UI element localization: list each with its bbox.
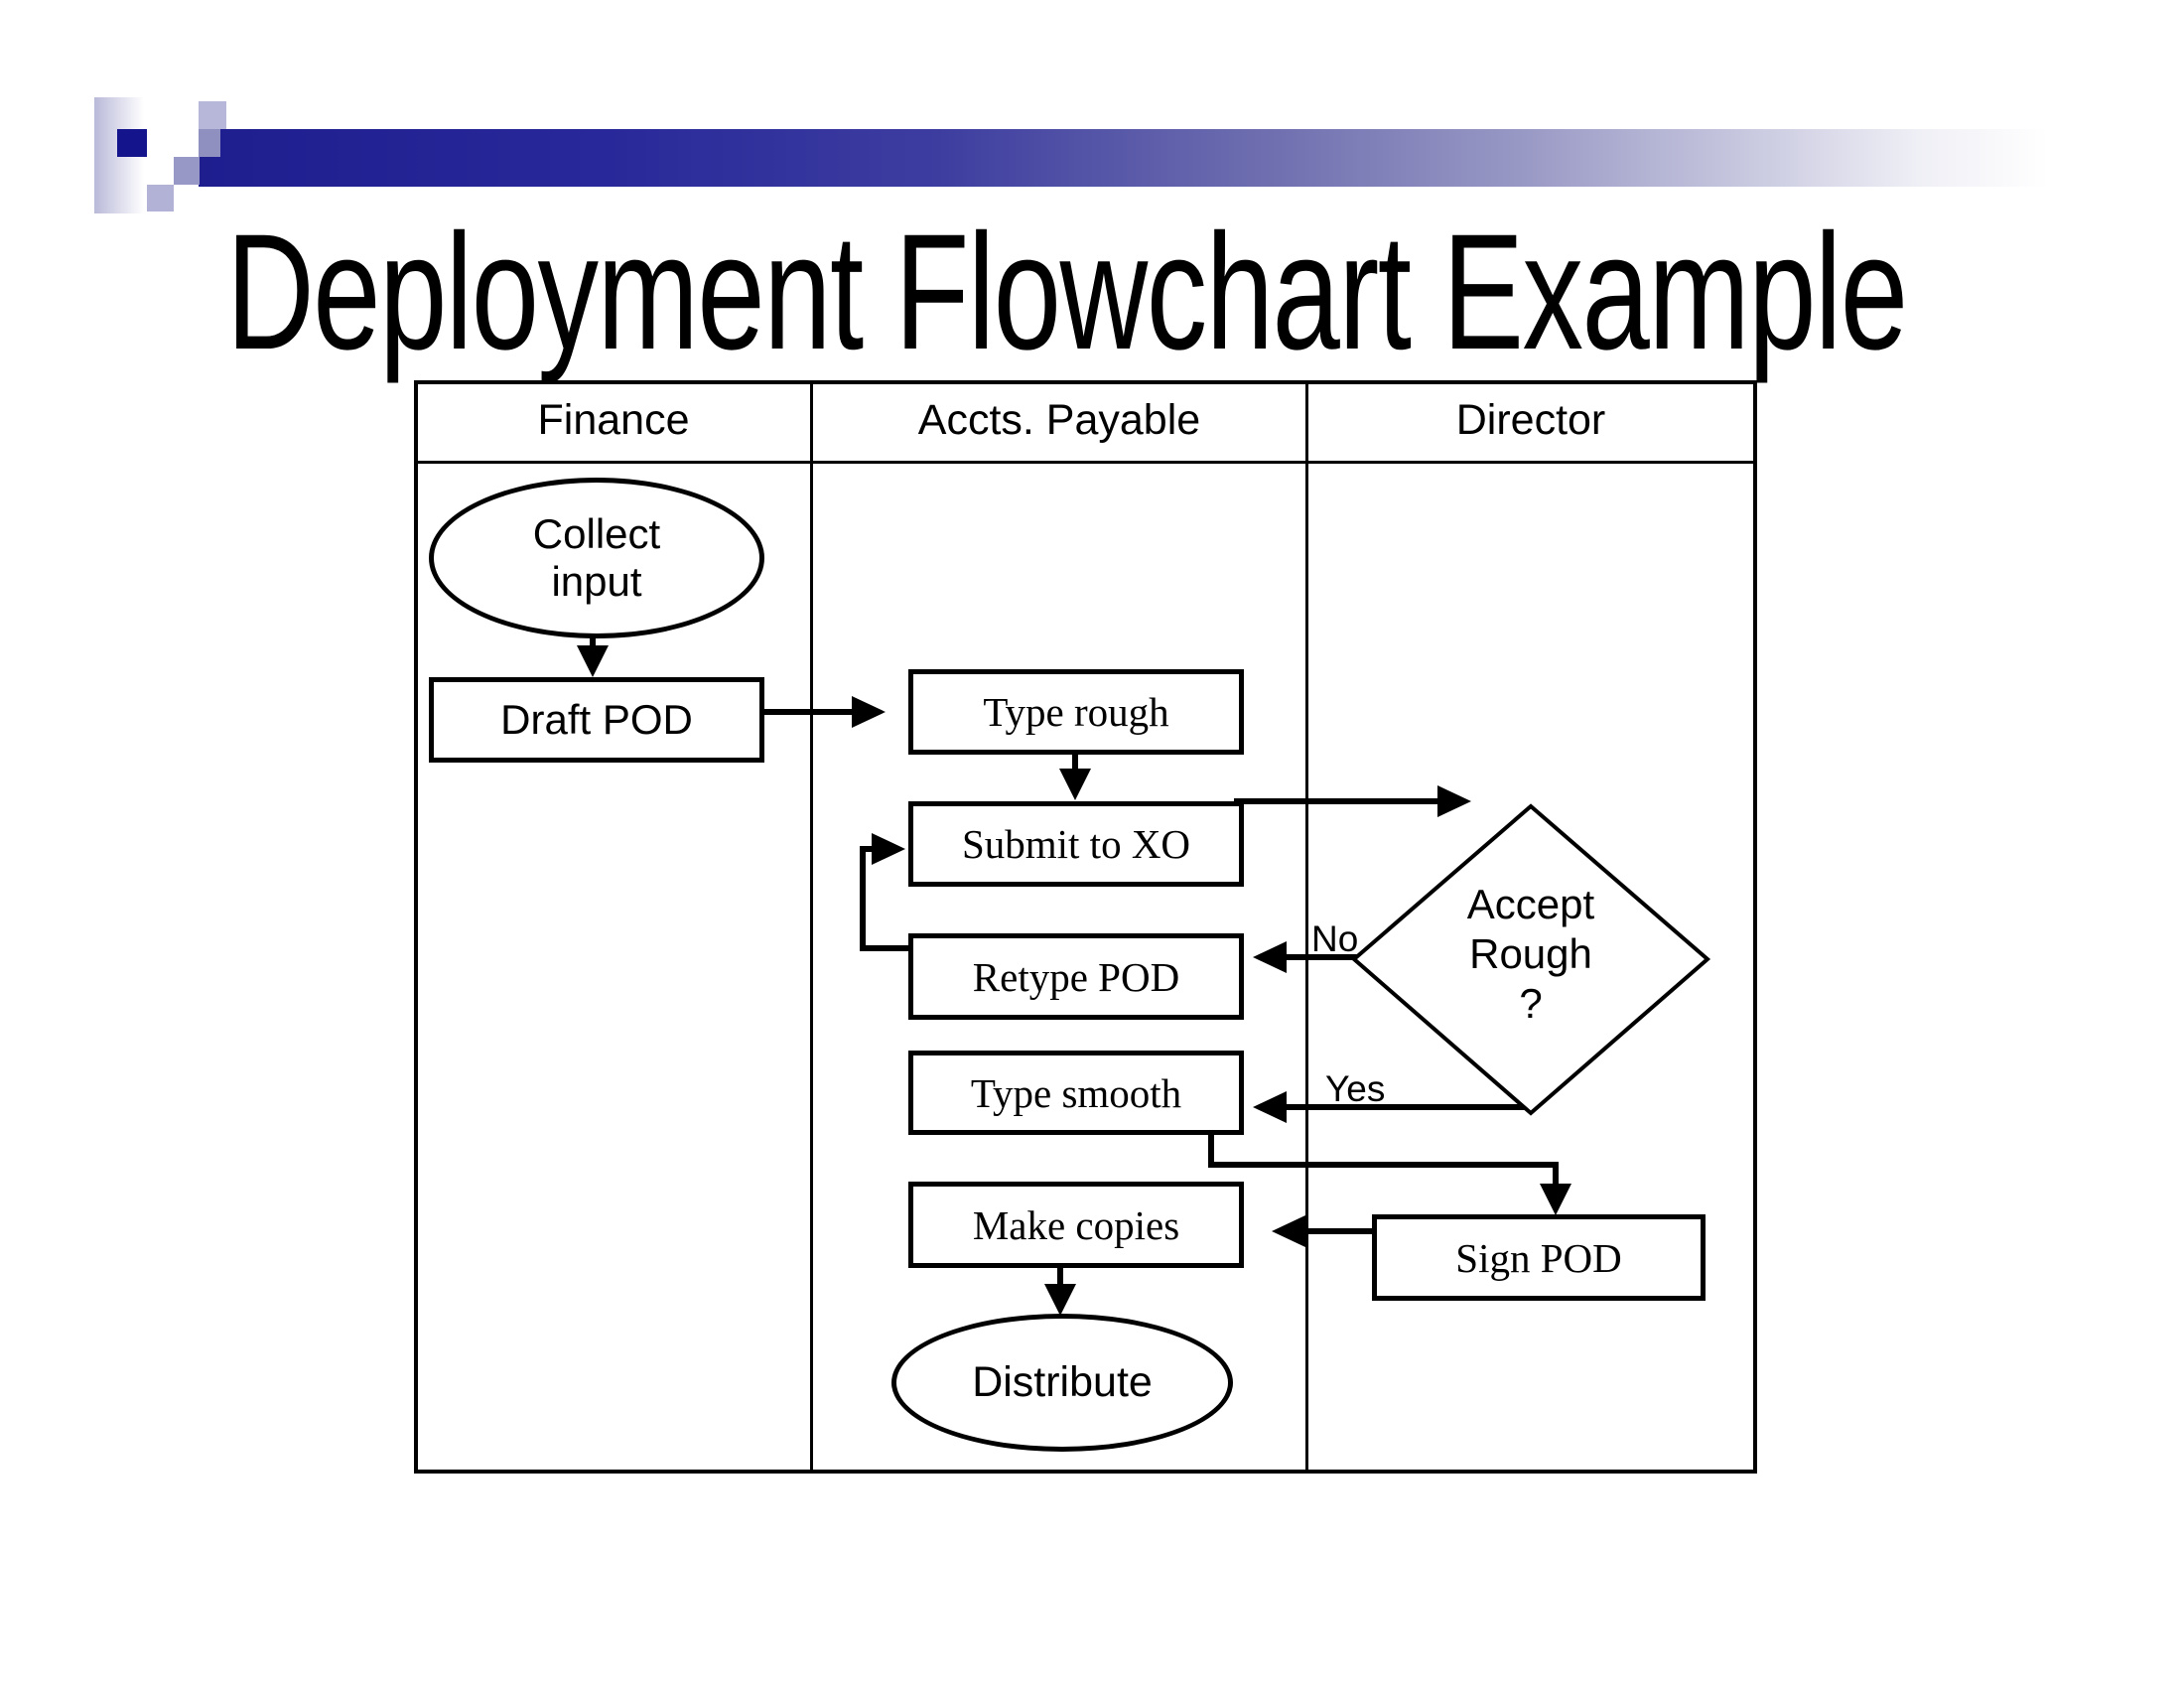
flow-node-type-rough: Type rough: [908, 669, 1244, 755]
flow-node-accept-rough-diamond: [1350, 803, 1711, 1116]
arrowhead-submit-to-accept: [1437, 785, 1471, 817]
flow-node-submit-to-xo: Submit to XO: [908, 801, 1244, 887]
connector-draft-to-type-rough: [754, 709, 854, 715]
connector-smooth-to-sign-h: [1208, 1162, 1559, 1168]
table-border-left: [414, 380, 418, 1474]
connector-collect-to-draft: [590, 629, 596, 650]
arrowhead-no-to-retype: [1253, 941, 1287, 973]
connector-retype-loop-top: [860, 846, 876, 852]
arrowhead-type-rough-to-submit: [1059, 769, 1091, 800]
table-border-top: [414, 380, 1757, 384]
connector-copies-to-distribute: [1057, 1266, 1063, 1288]
flow-node-accept-rough-label: Accept Rough ?: [1466, 881, 1595, 1027]
deco-square-c: [174, 157, 200, 185]
flow-node-type-smooth: Type smooth: [908, 1051, 1244, 1135]
deco-square-b: [199, 129, 220, 157]
edge-label-no: No: [1311, 918, 1359, 959]
connector-retype-loop-vertical: [860, 846, 866, 951]
connector-type-rough-to-submit: [1072, 745, 1078, 773]
arrowhead-smooth-to-sign: [1540, 1184, 1571, 1215]
flow-node-distribute: Distribute: [891, 1314, 1233, 1452]
table-column-divider-1: [810, 380, 813, 1470]
lane-header-finance: Finance: [537, 396, 690, 444]
deco-square-a: [199, 101, 226, 129]
flow-node-draft-pod: Draft POD: [429, 677, 764, 763]
table-border-right: [1753, 380, 1757, 1474]
flow-node-sign-pod: Sign POD: [1372, 1214, 1706, 1301]
arrowhead-collect-to-draft: [577, 645, 609, 677]
flow-node-make-copies: Make copies: [908, 1182, 1244, 1268]
connector-retype-loop-bottom: [860, 945, 908, 951]
lane-header-accts-payable: Accts. Payable: [917, 396, 1201, 444]
connector-smooth-to-sign-v1: [1208, 1127, 1214, 1165]
connector-smooth-to-sign-v2: [1553, 1162, 1559, 1190]
arrowhead-copies-to-distribute: [1044, 1284, 1076, 1316]
lane-header-director: Director: [1455, 396, 1606, 444]
connector-yes-to-type-smooth: [1285, 1104, 1533, 1110]
deco-navy-square: [117, 129, 147, 157]
table-border-bottom: [414, 1470, 1757, 1474]
page-title: Deployment Flowchart Example: [226, 201, 1908, 384]
arrowhead-retype-to-submit: [872, 833, 905, 865]
edge-label-yes: Yes: [1325, 1068, 1386, 1109]
table-header-divider: [414, 461, 1757, 464]
flow-node-collect-input: Collect input: [429, 478, 764, 638]
arrowhead-yes-to-type-smooth: [1253, 1091, 1287, 1123]
arrowhead-sign-to-copies: [1272, 1215, 1305, 1247]
arrowhead-draft-to-type-rough: [852, 696, 886, 728]
deco-header-bar: [199, 129, 2048, 187]
table-column-divider-2: [1305, 380, 1308, 1470]
deco-square-d: [147, 185, 174, 211]
connector-submit-to-accept: [1234, 798, 1437, 804]
connector-sign-to-copies: [1303, 1228, 1372, 1234]
flow-node-retype-pod: Retype POD: [908, 933, 1244, 1020]
connector-no-to-retype: [1285, 954, 1358, 960]
